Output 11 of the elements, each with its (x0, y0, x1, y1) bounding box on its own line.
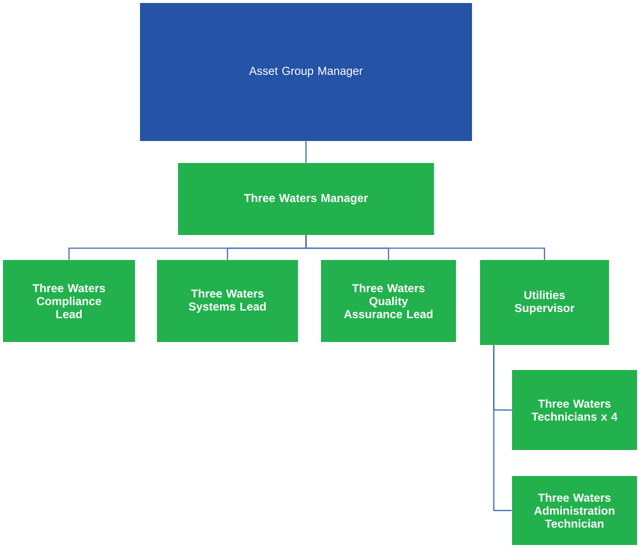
manager-box: Asset Group Manager (140, 3, 472, 141)
role-box: Three Waters Technicians x 4 (512, 370, 637, 450)
role-box: Three Waters Quality Assurance Lead (321, 260, 456, 342)
connector-line (305, 141, 307, 163)
connector-line (305, 235, 546, 260)
role-box: Three Waters Systems Lead (157, 260, 298, 342)
connector-line (493, 345, 512, 512)
role-box: Three Waters Manager (178, 163, 434, 235)
role-box: Three Waters Administration Technician (512, 476, 637, 545)
role-box: Three Waters Compliance Lead (3, 260, 135, 342)
role-box: Utilities Supervisor (480, 260, 609, 345)
